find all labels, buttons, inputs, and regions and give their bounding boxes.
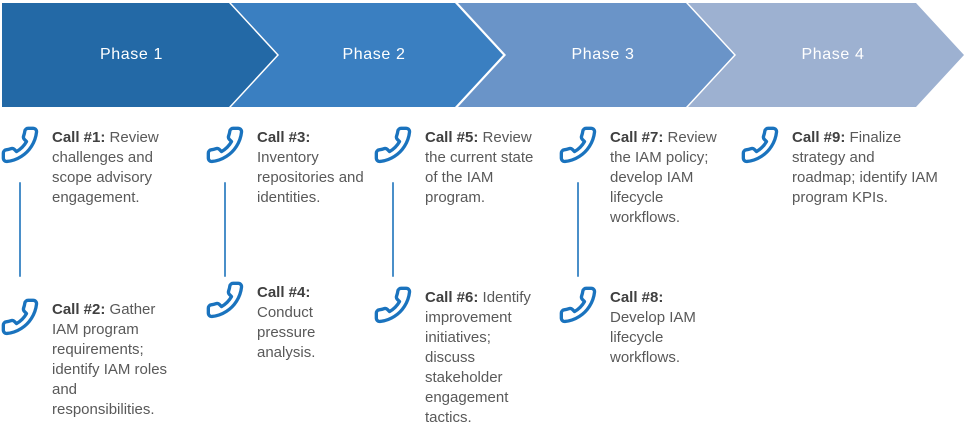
call-description: Review the IAM policy; develop IAM lifec… [610, 129, 717, 226]
call-description: Finalize strategy and roadmap; identify … [792, 129, 938, 206]
call-item: Call #5: Review the current state of the… [373, 122, 540, 208]
phone-icon [373, 125, 413, 165]
call-item: Call #8: Develop IAM lifecycle workflows… [558, 282, 718, 368]
connector-line [19, 182, 21, 277]
phone-icon [558, 125, 598, 165]
call-item: Call #7: Review the IAM policy; develop … [558, 122, 718, 228]
call-item: Call #2: Gather IAM program requirements… [0, 294, 182, 420]
call-text: Call #8: Develop IAM lifecycle workflows… [610, 282, 718, 368]
call-text: Call #5: Review the current state of the… [425, 122, 540, 208]
call-description: Develop IAM lifecycle workflows. [610, 309, 696, 366]
connector-line [577, 182, 579, 277]
call-item: Call #3: Inventory repositories and iden… [205, 122, 369, 208]
phase-label: Phase 2 [342, 46, 406, 63]
call-text: Call #3: Inventory repositories and iden… [257, 122, 369, 208]
call-label: Call #4: [257, 284, 311, 301]
call-label: Call #8: [610, 289, 664, 306]
call-label: Call #6: [425, 289, 479, 306]
phone-icon [740, 125, 780, 165]
call-description: Review the current state of the IAM prog… [425, 129, 534, 206]
call-description: Gather IAM program requirements; identif… [52, 301, 168, 418]
call-label: Call #9: [792, 129, 846, 146]
call-text: Call #4: Conduct pressure analysis. [257, 277, 369, 363]
call-text: Call #2: Gather IAM program requirements… [52, 294, 182, 420]
call-label: Call #5: [425, 129, 479, 146]
call-label: Call #7: [610, 129, 664, 146]
phone-icon [205, 280, 245, 320]
call-text: Call #6: Identify improvement initiative… [425, 282, 540, 426]
call-label: Call #1: [52, 129, 106, 146]
call-item: Call #1: Review challenges and scope adv… [0, 122, 182, 208]
phase-banner: Phase 1 Phase 2 Phase 3 Phase 4 [0, 3, 967, 107]
call-item: Call #4: Conduct pressure analysis. [205, 277, 369, 363]
phase-label: Phase 4 [801, 46, 865, 63]
call-item: Call #9: Finalize strategy and roadmap; … [740, 122, 942, 208]
call-label: Call #3: [257, 129, 311, 146]
call-text: Call #1: Review challenges and scope adv… [52, 122, 182, 208]
call-description: Identify improvement initiatives; discus… [425, 289, 531, 426]
call-text: Call #9: Finalize strategy and roadmap; … [792, 122, 942, 208]
call-label: Call #2: [52, 301, 106, 318]
phone-icon [0, 125, 40, 165]
call-description: Conduct pressure analysis. [257, 304, 316, 361]
call-description: Review challenges and scope advisory eng… [52, 129, 159, 206]
call-description: Inventory repositories and identities. [257, 149, 364, 206]
phone-icon [558, 285, 598, 325]
phone-icon [0, 297, 40, 337]
call-text: Call #7: Review the IAM policy; develop … [610, 122, 718, 228]
connector-line [392, 182, 394, 277]
call-item: Call #6: Identify improvement initiative… [373, 282, 540, 426]
phase-label: Phase 1 [100, 46, 163, 63]
phase-chevron-1: Phase 1 [2, 3, 277, 107]
phone-icon [205, 125, 245, 165]
phone-icon [373, 285, 413, 325]
connector-line [224, 182, 226, 277]
phase-label: Phase 3 [571, 46, 635, 63]
